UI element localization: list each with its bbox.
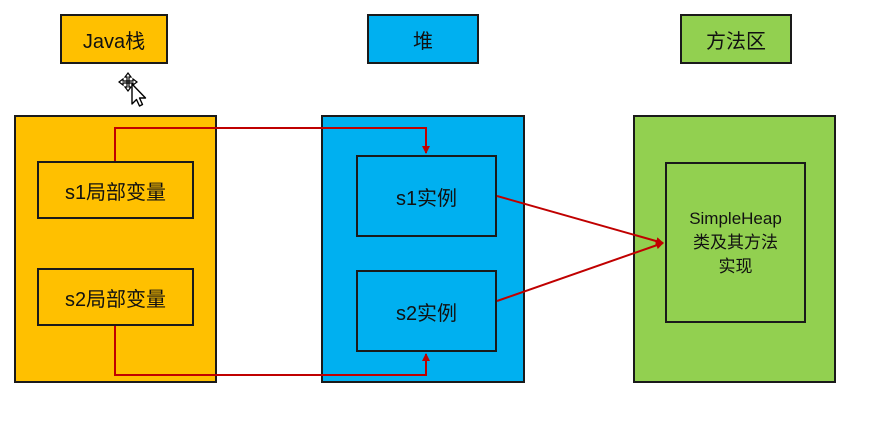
- s1-instance-box: s1实例: [356, 155, 497, 237]
- simpleheap-class-box: SimpleHeap 类及其方法 实现: [665, 162, 806, 323]
- s2-local-variable-text: s2局部变量: [64, 288, 167, 311]
- s1-local-variable-box: s1局部变量: [37, 161, 194, 219]
- s2-local-variable-box: s2局部变量: [37, 268, 194, 326]
- heap-label-text: 堆: [413, 30, 433, 53]
- simpleheap-text-line2: 类及其方法: [693, 232, 778, 252]
- s2-instance-text: s2实例: [395, 302, 458, 325]
- s2-instance-box: s2实例: [356, 270, 497, 352]
- stack-label: Java栈: [60, 14, 168, 64]
- heap-label: 堆: [367, 14, 479, 64]
- move-cursor-icon: [118, 72, 147, 107]
- method-area-label: 方法区: [680, 14, 792, 64]
- simpleheap-text-line1: SimpleHeap: [689, 208, 782, 228]
- stack-label-text: Java栈: [82, 30, 146, 53]
- simpleheap-text-line3: 实现: [718, 256, 753, 276]
- s1-instance-text: s1实例: [395, 187, 458, 210]
- stack-region: [14, 115, 217, 383]
- s1-local-variable-text: s1局部变量: [64, 181, 167, 204]
- method-area-label-text: 方法区: [706, 30, 766, 53]
